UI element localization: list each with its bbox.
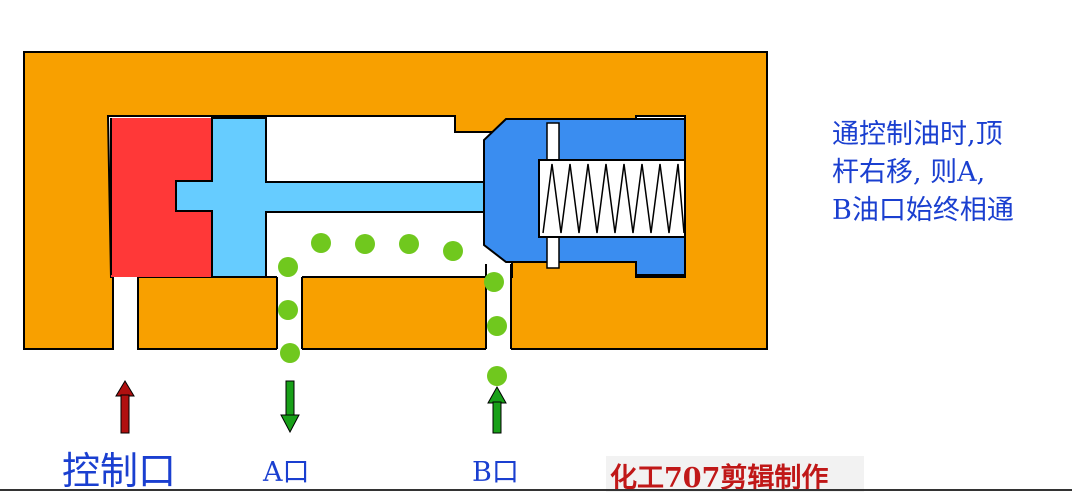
oil-dot <box>355 234 375 254</box>
oil-dot <box>487 366 507 386</box>
control-port-label: 控制口 <box>62 449 177 493</box>
watermark: 化工707剪辑制作 <box>606 456 864 492</box>
bottom-divider <box>0 489 1072 491</box>
port-a-label: A口 <box>263 457 310 488</box>
control-port-arrow-icon <box>115 380 135 434</box>
spring-chamber <box>538 159 686 238</box>
spring <box>542 163 685 234</box>
oil-dot <box>280 343 300 363</box>
port-b-arrow-icon <box>487 385 507 434</box>
oil-dot <box>278 300 298 320</box>
oil-flow-dots <box>278 233 507 386</box>
oil-dot <box>484 272 504 292</box>
oil-dot <box>487 316 507 336</box>
description-text: 通控制油时,顶 杆右移, 则A, B油口始终相通 <box>832 116 1072 230</box>
push-rod <box>175 117 501 278</box>
oil-dot <box>399 234 419 254</box>
oil-dot <box>311 233 331 253</box>
port-a-arrow-icon <box>280 380 300 434</box>
port-b-label: B口 <box>472 457 519 488</box>
description-line: 杆右移, 则A, <box>832 157 986 188</box>
control-port-channel <box>114 275 137 351</box>
description-line: B油口始终相通 <box>832 195 1014 226</box>
oil-dot <box>278 257 298 277</box>
description-line: 通控制油时,顶 <box>832 119 1003 150</box>
oil-dot <box>443 241 463 261</box>
